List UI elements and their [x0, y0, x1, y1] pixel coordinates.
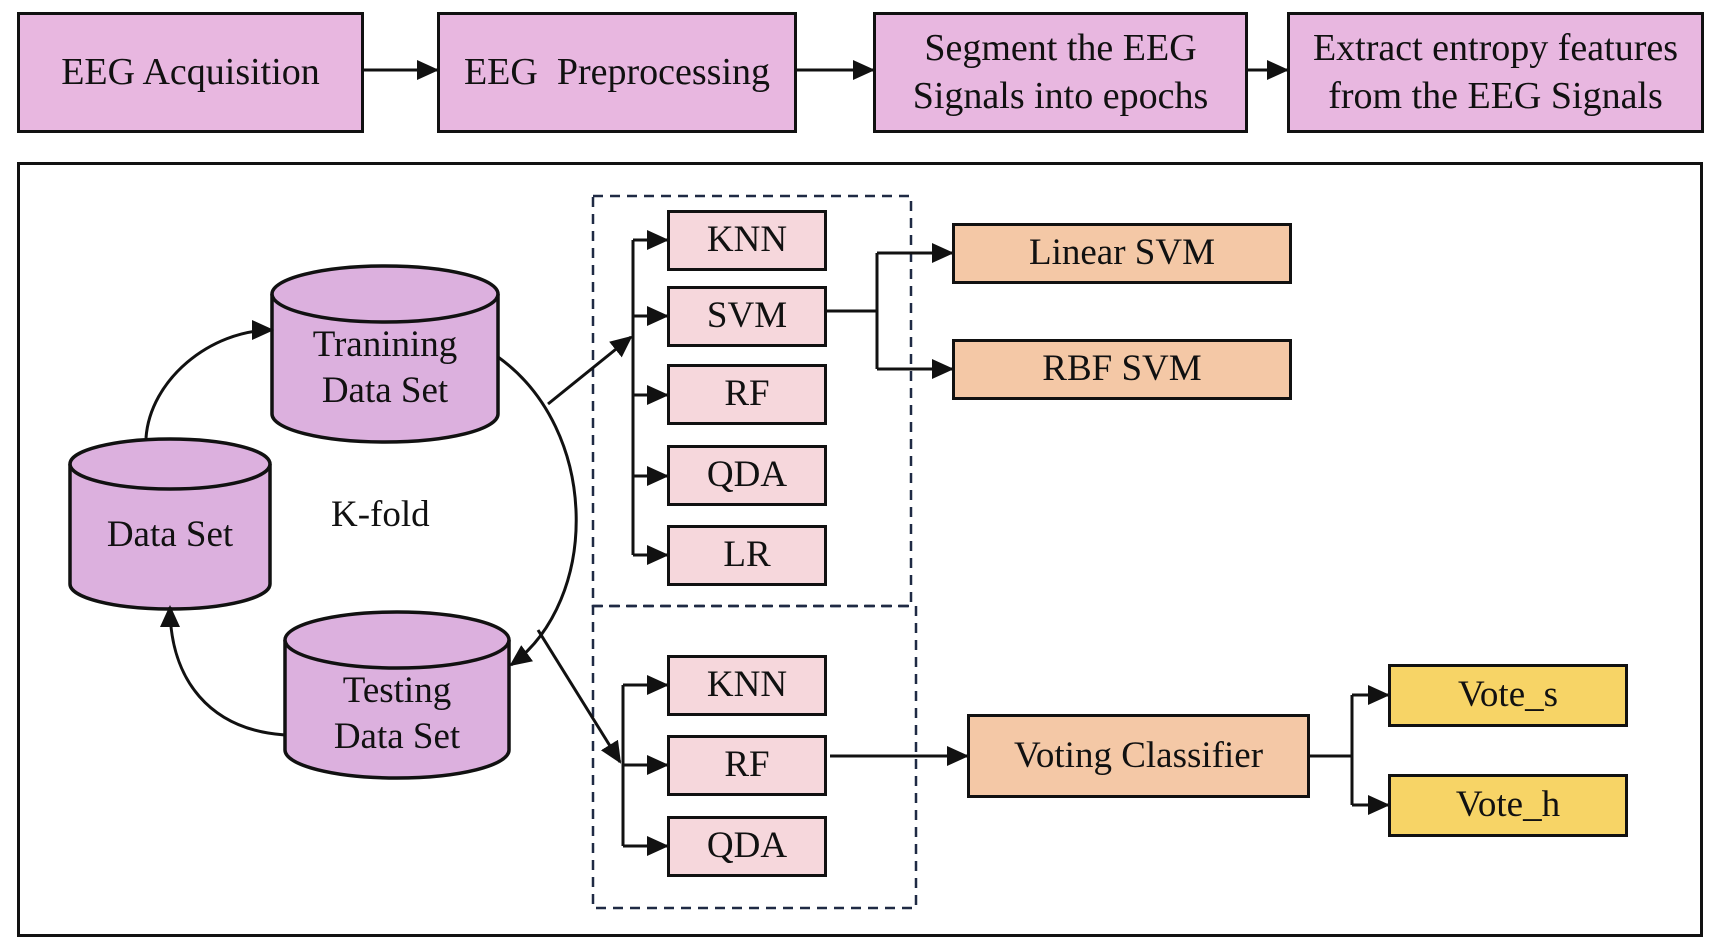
rf-train-box: RF [667, 364, 827, 425]
dataset-label: Data Set [72, 500, 268, 570]
knn-test-label: KNN [706, 664, 788, 706]
lr-train-label: LR [723, 534, 771, 576]
model-panel [17, 162, 1703, 937]
qda-test-label: QDA [706, 825, 788, 867]
vote-s-label: Vote_s [1457, 674, 1559, 716]
voting-classifier-label: Voting Classifier [1013, 734, 1264, 776]
kfold-label: K-fold [331, 494, 430, 535]
svm-train-label: SVM [706, 295, 788, 337]
eeg-preprocessing-box: EEG Preprocessing [437, 12, 797, 133]
testing-cylinder [283, 610, 511, 780]
lr-train-box: LR [667, 525, 827, 586]
rf-test-label: RF [724, 744, 770, 786]
training-label-line2: Data Set [321, 370, 449, 411]
vote-s-box: Vote_s [1388, 664, 1628, 727]
eeg-acquisition-box: EEG Acquisition [17, 12, 364, 133]
training-cylinder [270, 264, 500, 444]
vote-h-box: Vote_h [1388, 774, 1628, 837]
dataset-label-text: Data Set [106, 513, 234, 555]
extract-entropy-line1: Extract entropy features [1312, 27, 1679, 69]
segment-epochs-line1: Segment the EEG [924, 27, 1197, 69]
testing-label-line2: Data Set [333, 716, 461, 757]
training-label: Tranining Data Set [272, 318, 498, 418]
rf-train-label: RF [724, 373, 770, 415]
arrow-testing-to-dataset [160, 605, 286, 737]
rbf-svm-box: RBF SVM [952, 339, 1292, 400]
vote-h-label: Vote_h [1455, 784, 1561, 826]
extract-entropy-line2: from the EEG Signals [1328, 74, 1663, 117]
linear-svm-box: Linear SVM [952, 223, 1292, 284]
knn-train-label: KNN [706, 219, 788, 261]
rf-test-box: RF [667, 735, 827, 796]
extract-entropy-box: Extract entropy features from the EEG Si… [1287, 12, 1704, 133]
qda-train-box: QDA [667, 445, 827, 506]
testing-label: Testing Data Set [285, 664, 509, 764]
voting-classifier-box: Voting Classifier [967, 714, 1310, 798]
eeg-preprocessing-label: EEG Preprocessing [463, 50, 771, 93]
testing-label-line1: Testing [342, 669, 452, 711]
linear-svm-label: Linear SVM [1029, 232, 1215, 274]
training-label-line1: Tranining [312, 323, 458, 365]
eeg-acquisition-label: EEG Acquisition [61, 50, 320, 93]
dataset-cylinder [68, 437, 272, 611]
rbf-svm-label: RBF SVM [1042, 348, 1202, 390]
segment-epochs-line2: Signals into epochs [912, 74, 1209, 117]
arrow-testing-to-classifiers [536, 629, 622, 764]
knn-train-box: KNN [667, 210, 827, 271]
testing-classifier-group [591, 604, 918, 910]
arrow-dataset-to-training [144, 320, 274, 439]
arrow-training-to-classifiers [547, 335, 633, 406]
qda-train-label: QDA [706, 454, 788, 496]
svm-train-box: SVM [667, 286, 827, 347]
qda-test-box: QDA [667, 816, 827, 877]
knn-test-box: KNN [667, 655, 827, 716]
arrow-training-to-testing [497, 355, 578, 667]
